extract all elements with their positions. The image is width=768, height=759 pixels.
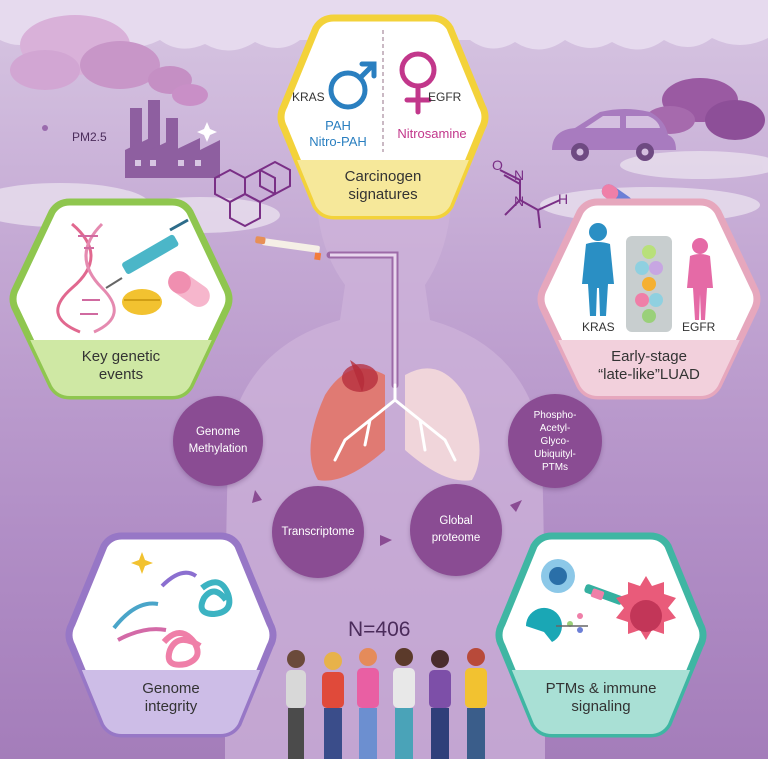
patient-cohort-icon	[286, 648, 487, 759]
ptm-syringe-icon	[584, 584, 624, 605]
key-genetic-events-hex: Key genetic events	[9, 196, 233, 402]
lungs-icon	[310, 360, 480, 481]
transcriptome-label: Transcriptome	[281, 525, 355, 538]
genetic-events-title: Key genetic events	[10, 348, 232, 384]
syringe-icon	[105, 218, 189, 289]
genome-title-line2: integrity	[144, 698, 198, 715]
capsule-icon	[168, 271, 210, 307]
person-4	[393, 648, 415, 759]
ptm-immune-hex-shape	[495, 532, 707, 738]
sparkle-star-icon	[131, 552, 153, 574]
nitrosamine-label: Nitrosamine	[397, 126, 467, 141]
nitro-pah-label: Nitro-PAH	[309, 133, 367, 149]
ptms-label: PTMs	[541, 461, 569, 473]
carcinogen-signatures-hex: KRAS EGFR PAH Nitro-PAH Nitrosamine Carc…	[277, 12, 489, 222]
glyco-label: Glyco-	[540, 435, 570, 447]
chromatin-pink-icon	[161, 630, 202, 668]
genetic-title-line1: Key genetic	[81, 348, 161, 365]
ubiquityl-label: Ubiquityl-	[534, 448, 576, 460]
svg-text:N: N	[514, 193, 524, 209]
ptms-immune-title: PTMs & immune signaling	[496, 680, 706, 716]
smoke-cloud-right	[645, 78, 765, 140]
ptms-title-line2: signaling	[571, 698, 631, 715]
pm-particle-dot	[42, 125, 48, 131]
genetic-title-line2: events	[98, 366, 144, 383]
ptms-title-line1: PTMs & immune	[545, 680, 657, 697]
ptms-immune-signaling-hex: PTMs & immune signaling	[495, 530, 707, 740]
immune-cell-icon	[541, 559, 575, 593]
top-egfr-label: EGFR	[428, 90, 462, 104]
tablet-icon	[122, 289, 162, 315]
person-6	[465, 648, 487, 759]
genome-title-line1: Genome	[142, 680, 200, 697]
carcinogen-title-line2: signatures	[348, 186, 418, 203]
pm25-label: PM2.5	[72, 130, 107, 144]
stacked-cells-icon	[626, 236, 672, 332]
late-like-luad-hex: KRAS EGFR Early-stage “late-like”LUAD	[537, 196, 761, 402]
airway-icon	[326, 251, 399, 389]
carcinogen-hex-shape	[277, 14, 489, 220]
genome-methylation-circle: Genome Methylation	[173, 396, 263, 486]
pah-label: PAH	[325, 118, 351, 133]
cigarette-icon	[255, 236, 322, 261]
sparkle-icon	[197, 122, 217, 142]
right-kras-label: KRAS	[582, 320, 615, 334]
genome-integrity-hex: Genome integrity	[65, 530, 277, 740]
luad-title-line1: Early-stage	[611, 348, 687, 365]
chromatin-coil-icon	[198, 579, 233, 618]
car-icon	[552, 109, 676, 161]
factory-icon	[125, 100, 220, 178]
omics-flow-arrows	[252, 490, 522, 546]
smoke-cloud-left	[10, 15, 208, 106]
phospho-label: Phospho-	[533, 409, 577, 421]
top-kras-label: KRAS	[292, 90, 325, 104]
genetic-hex-shape	[9, 198, 233, 400]
svg-text:H: H	[558, 191, 568, 207]
person-1	[286, 650, 306, 759]
pah-labels: PAH Nitro-PAH	[296, 118, 380, 149]
person-3	[357, 648, 379, 759]
person-5	[429, 650, 451, 759]
nitrosamine-atoms: O N N H	[492, 157, 568, 209]
global-proteome-circle: Global proteome	[410, 484, 502, 576]
carcinogen-title-line1: Carcinogen	[344, 168, 422, 185]
genome-label: Genome	[195, 426, 241, 439]
receptor-icon	[525, 607, 588, 642]
luad-hex-shape	[537, 198, 761, 400]
methylation-label: Methylation	[188, 443, 248, 455]
acetyl-label: Acetyl-	[539, 422, 571, 434]
broken-dna-icon	[112, 570, 198, 642]
right-egfr-label: EGFR	[682, 320, 716, 334]
male-figure-icon	[582, 223, 614, 316]
genome-integrity-hex-shape	[65, 532, 277, 738]
tumor-cell-icon	[616, 576, 676, 640]
carcinogen-title: Carcinogen signatures	[278, 168, 488, 204]
nitrosamine-molecule-icon	[499, 169, 561, 229]
male-symbol-icon	[328, 61, 377, 110]
person-2	[322, 652, 344, 759]
luad-title-line2: “late-like”LUAD	[598, 366, 700, 383]
svg-text:O: O	[492, 157, 503, 173]
female-symbol-icon	[399, 51, 437, 115]
global-label: Global	[439, 515, 473, 528]
proteome-label: proteome	[431, 532, 481, 544]
pah-molecule-icon	[214, 160, 291, 228]
dna-helix-icon	[56, 222, 116, 334]
female-figure-icon	[687, 238, 713, 320]
transcriptome-circle: Transcriptome	[272, 486, 364, 578]
late-like-luad-title: Early-stage “late-like”LUAD	[538, 348, 760, 384]
svg-text:N: N	[514, 167, 524, 183]
cohort-size-label: N=406	[348, 618, 411, 641]
ptms-circle: Phospho- Acetyl- Glyco- Ubiquityl- PTMs	[508, 394, 602, 488]
genome-integrity-title: Genome integrity	[66, 680, 276, 716]
